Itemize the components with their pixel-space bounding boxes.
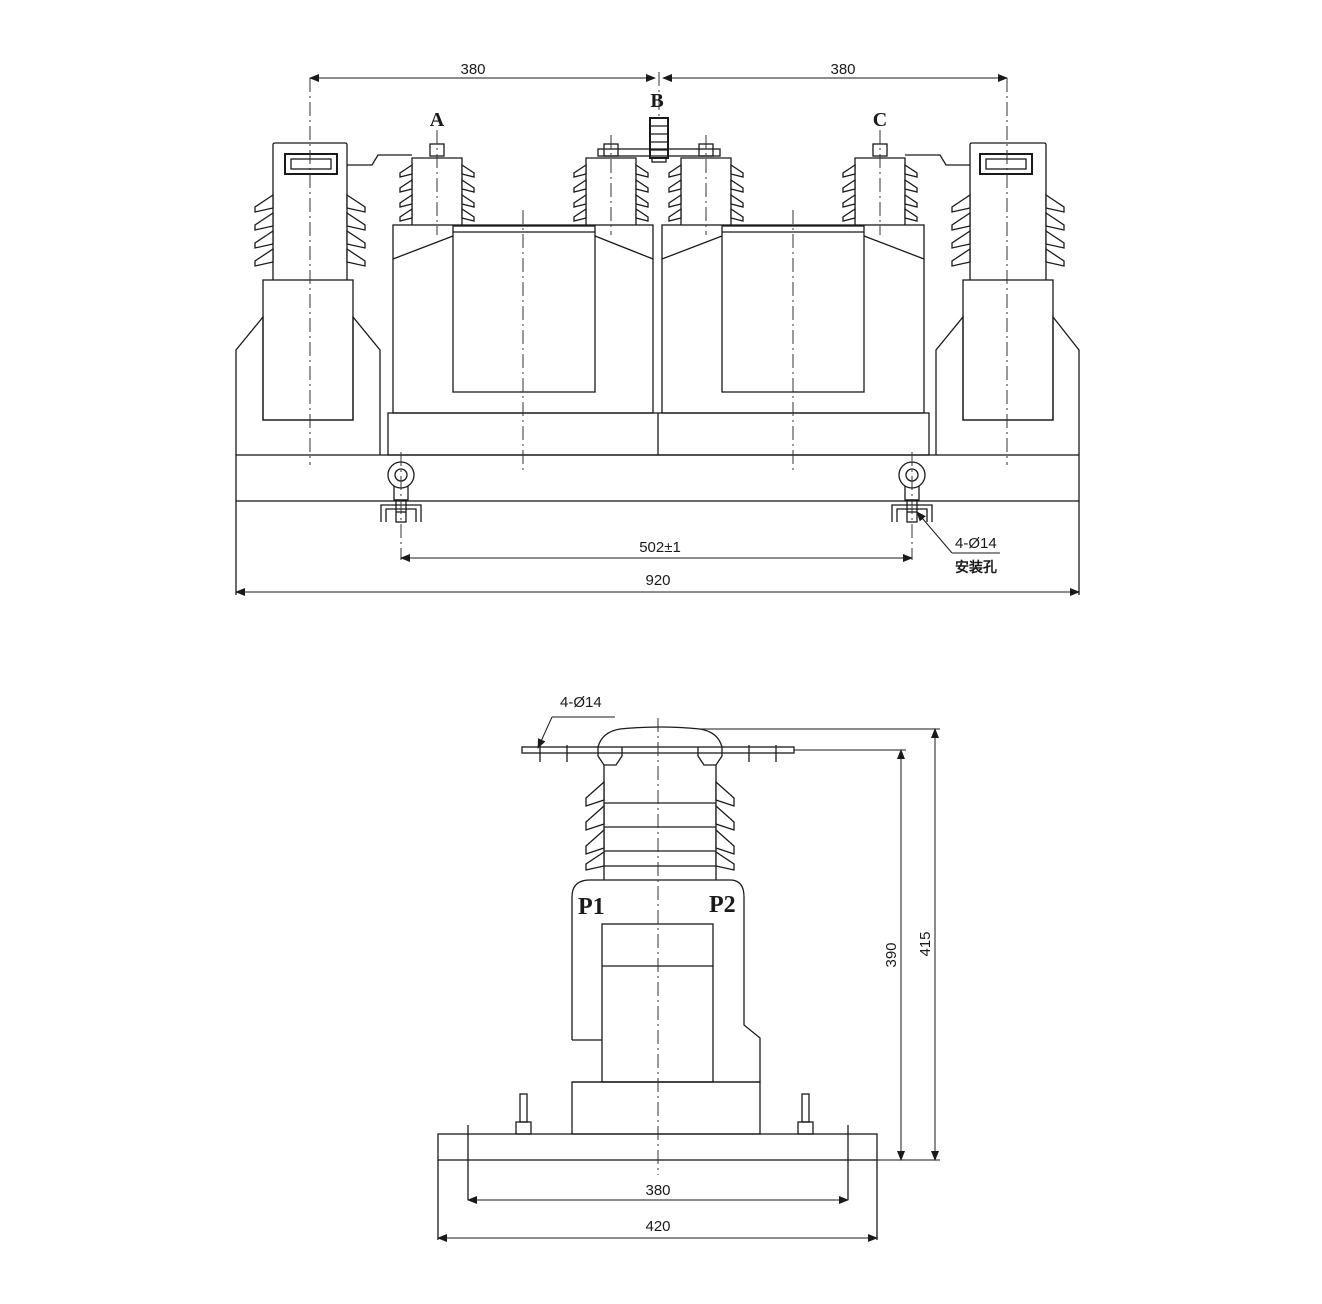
side-view: P1 P2 4-Ø14 390 415 380 420: [437, 694, 940, 1242]
terminal-p1: P1: [578, 894, 605, 920]
phase-label-c: C: [873, 109, 887, 131]
dim-top-left: 380: [460, 61, 485, 78]
left-outer-insulator: [254, 142, 366, 280]
insulator-phase-b-left: [573, 143, 649, 225]
dim-base-mount: 380: [645, 1182, 670, 1199]
left-outer-body: [262, 279, 354, 421]
terminal-p2: P2: [709, 892, 736, 918]
dim-top-right: 380: [830, 61, 855, 78]
front-hole-note: 安装孔: [955, 559, 997, 576]
left-support: [235, 315, 381, 455]
side-main-body: [571, 879, 761, 1083]
phase-label-b: B: [650, 90, 663, 112]
side-bolt-left: [515, 1093, 532, 1135]
right-lead: [905, 154, 970, 166]
left-lead: [347, 154, 412, 166]
side-top-cap: [597, 726, 723, 748]
side-bolt-right: [797, 1093, 814, 1135]
insulator-phase-b-right: [668, 143, 744, 225]
right-outer-insulator: [951, 142, 1065, 280]
side-insulator: [585, 765, 735, 880]
right-outer-body: [962, 279, 1054, 421]
dim-height-inner: 390: [883, 942, 900, 967]
dim-base-width: 420: [645, 1218, 670, 1235]
dim-mount-spacing: 502±1: [639, 539, 681, 556]
phase-label-a: A: [430, 109, 445, 131]
side-hole-spec: 4-Ø14: [560, 694, 602, 711]
front-base-plate: [235, 454, 1080, 502]
dim-overall-width: 920: [645, 572, 670, 589]
dim-height-overall: 415: [917, 931, 934, 956]
front-hole-spec: 4-Ø14: [955, 535, 997, 552]
side-plinth: [571, 1081, 761, 1135]
phase-b-terminal: [597, 117, 721, 163]
front-view: 380 380 A B C 502±1 920 4-Ø14 安装孔: [235, 61, 1080, 596]
